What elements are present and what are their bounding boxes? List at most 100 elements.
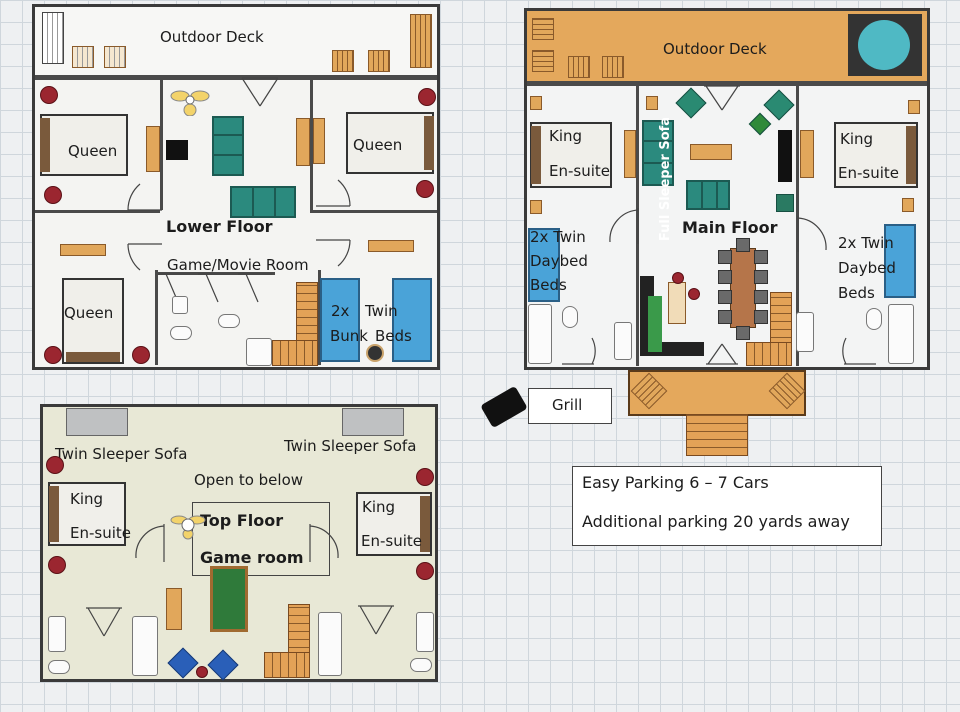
tv-icon [778,130,792,182]
parking-line-2: Additional parking 20 yards away [582,512,850,531]
accent-dot [132,346,150,364]
ceiling-fan-icon [170,90,210,116]
staircase-icon [746,342,792,366]
door-swing-icon [127,183,162,271]
door-swing-icon [358,605,394,635]
sleeper-sofa-icon [66,408,128,436]
twin-daybed-label: Daybed [838,259,896,277]
nightstand-icon [296,118,310,166]
king-bed-label: King [549,127,583,145]
dining-chair-icon [754,310,768,324]
bar-stool-icon [688,288,700,300]
wall [310,80,313,210]
side-table-icon [908,100,920,114]
sink-icon [614,322,632,360]
kitchen-island [668,282,686,324]
deck-chair-icon [332,50,354,72]
nightstand-icon [624,130,636,178]
bed-pillow [49,486,59,542]
parking-info-box [572,466,882,546]
king-bed-label: King [70,490,104,508]
toilet-icon [48,660,70,674]
bed-pillow [906,126,916,184]
game-room-area [192,502,330,576]
dresser-icon [368,240,414,252]
king-bed-label: En-suite [70,524,131,542]
wall [155,270,158,365]
accent-dot [40,86,58,104]
dining-chair-icon [754,250,768,264]
door-swing-icon [135,524,165,562]
lower-room-label: Game/Movie Room [167,256,309,274]
staircase-icon [770,292,792,346]
bathtub-icon [318,612,342,676]
door-swing-icon [842,337,876,365]
door-swing-icon [609,208,639,244]
dining-chair-icon [718,250,732,264]
dining-chair-icon [736,238,750,252]
bathtub-icon [528,304,552,364]
coffee-table-icon [690,144,732,160]
porch-steps [686,414,748,456]
twin-bunk-bed [320,278,360,362]
king-bed [356,492,432,556]
twin-daybed-label: 2x Twin [838,234,894,252]
nightstand-icon [146,126,160,172]
sink-icon [796,312,814,352]
accent-dot [416,180,434,198]
accent-dot [416,468,434,486]
twin-sleeper-sofa-label: Twin Sleeper Sofa [55,445,188,463]
queen-bed [40,114,128,176]
accent-dot [46,456,64,474]
dining-chair-icon [736,326,750,340]
grill-label-box [528,388,612,424]
twin-daybed-label: Beds [838,284,875,302]
kitchen-counter [648,296,662,352]
door-swing-icon [86,607,122,637]
door-swing-icon [797,216,827,252]
full-sleeper-sofa-label: Full Sleeper Sofa [658,116,673,242]
sink-icon [172,296,188,314]
door-swing-icon [706,343,738,365]
deck-chair-icon [72,46,94,68]
wall [318,270,321,365]
bathtub-icon [132,616,158,676]
door-swing-icon [316,179,351,267]
dining-chair-icon [754,290,768,304]
king-bed-label: King [362,498,396,516]
sofa-icon [230,186,296,218]
open-to-below-label: Open to below [194,471,304,489]
king-bed-label: King [840,130,874,148]
armchair-icon [212,116,244,176]
toilet-icon [410,658,432,672]
deck-chair-icon [104,46,126,68]
toilet-icon [218,314,240,328]
side-table-icon [530,200,542,214]
staircase-icon [272,340,318,366]
sleeper-sofa-icon [342,408,404,436]
bar-stool-icon [672,272,684,284]
dining-chair-icon [718,270,732,284]
wall [310,210,437,213]
deck-chair-icon [42,12,64,64]
queen-bed-label: Queen [64,304,114,322]
bench-icon [166,588,182,630]
bathtub-icon [246,338,272,366]
staircase-icon [288,604,310,656]
hot-tub-icon [858,20,910,70]
accent-dot [44,346,62,364]
king-bed-label: En-suite [361,532,422,550]
ceiling-fan-icon [170,515,206,540]
top-floor-title: Top Floor [200,511,284,530]
deck-chair-icon [532,18,554,40]
side-table-icon [530,96,542,110]
full-sleeper-sofa [642,120,674,186]
twin-daybed-label: Beds [530,276,567,294]
lower-deck-label: Outdoor Deck [160,28,264,46]
bunk-label: Bunk [330,327,368,345]
bunk-label: Twin [365,302,398,320]
king-bed-label: En-suite [549,162,610,180]
lamp-icon [366,344,384,362]
twin-daybed-label: 2x Twin [530,228,586,246]
twin-sleeper-sofa-label: Twin Sleeper Sofa [284,437,417,455]
